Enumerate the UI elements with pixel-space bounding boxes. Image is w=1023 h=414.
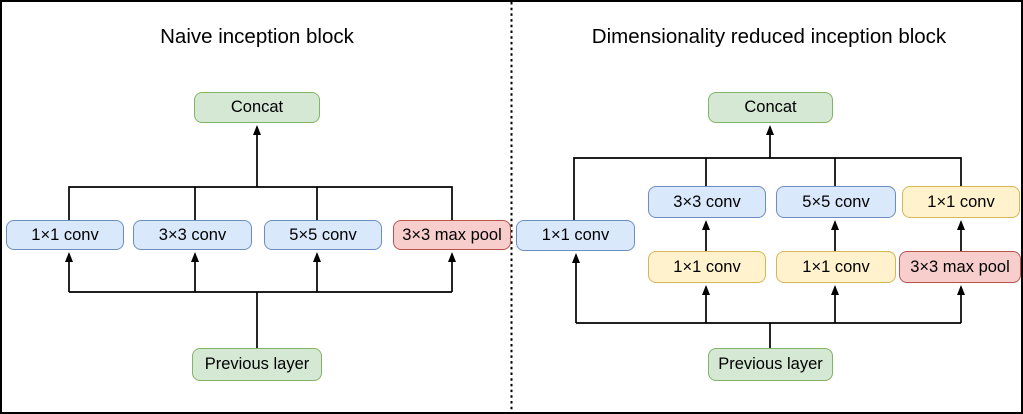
left-panel-title: Naive inception block: [160, 25, 354, 48]
maxpool-3x3-node: 3×3 max pool: [393, 220, 511, 250]
conv-3x3-node: 3×3 conv: [133, 220, 252, 250]
previous-layer-node: Previous layer: [192, 348, 322, 381]
left-panel-wires: [65, 125, 456, 348]
conv-1x1-reduce-node: 1×1 conv: [648, 251, 766, 283]
maxpool-3x3-node: 3×3 max pool: [899, 251, 1021, 283]
conv-1x1-node: 1×1 conv: [6, 220, 124, 250]
previous-layer-node: Previous layer: [708, 348, 833, 381]
conv-1x1-projection-node: 1×1 conv: [516, 220, 635, 251]
conv-1x1-reduce-node: 1×1 conv: [776, 251, 896, 283]
concat-node: Concat: [708, 92, 833, 123]
conv-3x3-node: 3×3 conv: [648, 186, 766, 218]
right-panel-wires: [572, 125, 965, 348]
conv-1x1-after-pool-node: 1×1 conv: [902, 186, 1020, 218]
conv-5x5-node: 5×5 conv: [776, 186, 896, 218]
right-panel-title: Dimensionality reduced inception block: [591, 25, 947, 48]
conv-5x5-node: 5×5 conv: [264, 220, 382, 250]
concat-node: Concat: [194, 92, 320, 123]
